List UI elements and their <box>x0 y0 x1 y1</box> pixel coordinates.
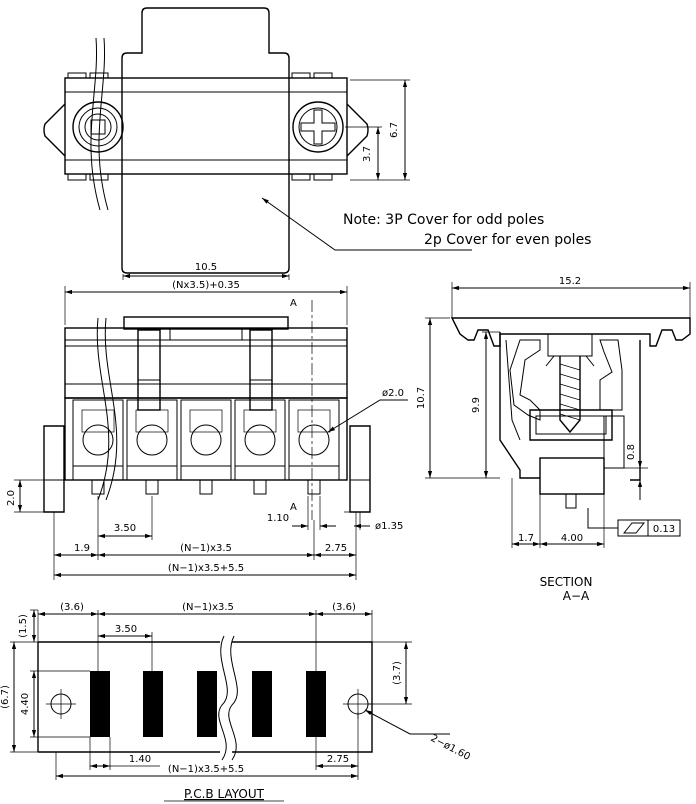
mounting-hole-left <box>46 689 76 719</box>
section-view: 15.2 10.7 9.9 <box>416 276 691 603</box>
note-line-2: 2p Cover for even poles <box>424 232 591 248</box>
pcb-outer-height-label: (6.7) <box>0 685 11 709</box>
pcb-right-offset-label: 2.75 <box>327 754 349 765</box>
total-length-label: (N−1)x3.5+5.5 <box>168 563 244 574</box>
pcb-pad-width-label: 1.40 <box>129 754 151 765</box>
pcb-layout: (3.6) (N−1)x3.5 (3.6) 3.50 (1.5) (6.7) 4… <box>0 602 472 802</box>
top-height-label: 6.7 <box>389 122 400 138</box>
note-line-1: Note: 3P Cover for odd poles <box>343 212 544 228</box>
pin-dia-label: ø1.35 <box>375 521 403 532</box>
pcb-top-margin-label: (1.5) <box>18 614 29 638</box>
right-offset-label: 2.75 <box>325 543 347 554</box>
front-view: (Nx3.5)+0.35 <box>6 280 408 580</box>
terminal-cells <box>72 399 340 467</box>
section-marker-top: A <box>290 298 297 309</box>
front-top-width-label: (Nx3.5)+0.35 <box>172 280 240 291</box>
screw-icon-right <box>292 101 344 153</box>
screw-icon-left <box>72 101 124 153</box>
tolerance-value: 0.13 <box>653 524 675 535</box>
hole-dia-label: ø2.0 <box>382 388 404 399</box>
pcb-right-height-label: (3.7) <box>392 661 403 685</box>
section-height-inner-label: 9.9 <box>471 397 482 413</box>
span-label: (N−1)x3.5 <box>180 543 232 554</box>
section-height-total-label: 10.7 <box>416 387 427 409</box>
pin-width-label: 1.10 <box>267 513 289 524</box>
left-offset-label: 1.9 <box>74 543 90 554</box>
pcb-left-margin-label: (3.6) <box>60 602 84 613</box>
pcb-caption: P.C.B LAYOUT <box>184 787 265 801</box>
top-center-height-label: 3.7 <box>362 146 373 162</box>
pin-height-label: 2.0 <box>6 490 17 506</box>
section-marker-bottom: A <box>290 502 297 513</box>
pcb-span-label: (N−1)x3.5 <box>182 602 234 613</box>
pcb-hole-callout: 2−ø1.60 <box>429 733 472 763</box>
flatness-icon <box>622 522 646 534</box>
pcb-right-margin-label: (3.6) <box>332 602 356 613</box>
screw-section <box>545 333 595 434</box>
pcb-pad-height-label: 4.40 <box>20 693 31 715</box>
pitch-label: 3.50 <box>114 523 136 534</box>
pins <box>91 480 321 495</box>
section-gap-label: 0.8 <box>626 444 637 460</box>
pcb-total-label: (N−1)x3.5+5.5 <box>168 764 244 775</box>
pcb-pads <box>90 671 326 737</box>
top-width-label: 10.5 <box>195 262 217 273</box>
section-caption-1: SECTION <box>540 575 593 589</box>
section-caption-2: A−A <box>563 589 590 603</box>
section-top-width-label: 15.2 <box>559 276 581 287</box>
section-base-width-label: 4.00 <box>561 533 583 544</box>
top-view: Note: 3P Cover for odd poles 2p Cover fo… <box>43 7 591 280</box>
pcb-pitch-label: 3.50 <box>115 624 137 635</box>
section-base-left-label: 1.7 <box>518 533 534 544</box>
